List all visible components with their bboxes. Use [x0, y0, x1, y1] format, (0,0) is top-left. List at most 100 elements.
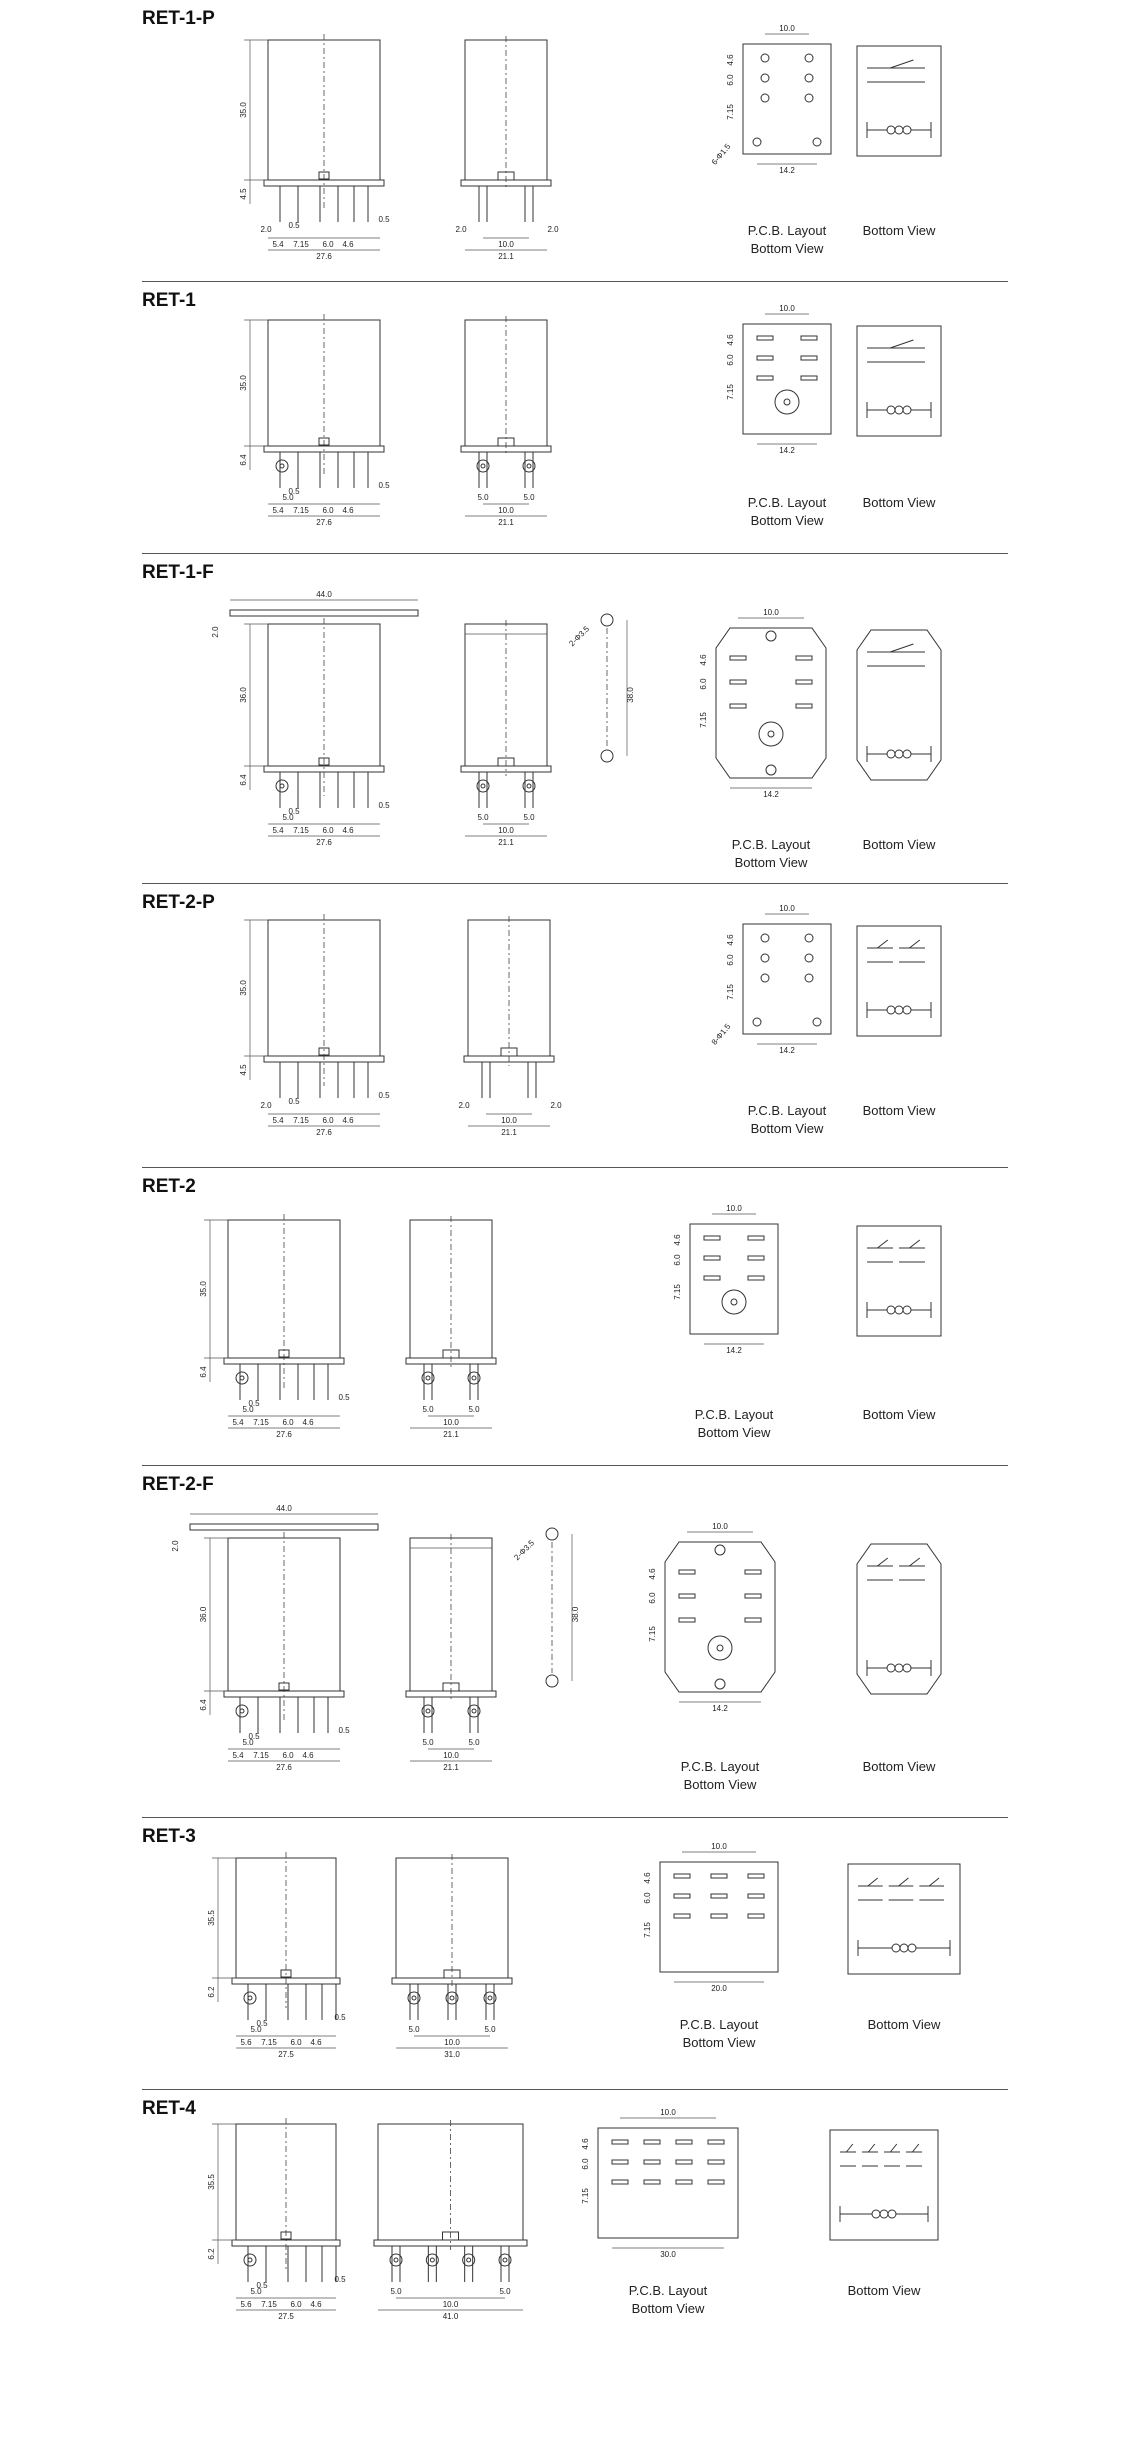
coil-icon — [894, 1305, 904, 1315]
pcb-caption-line2: Bottom View — [697, 1425, 771, 1440]
pcb-hole — [760, 93, 770, 103]
coil-icon — [894, 125, 904, 135]
pcb-hole — [812, 1017, 822, 1027]
dimension-label: 0.5 — [338, 1726, 350, 1735]
dimension-label: 6.0 — [322, 240, 334, 249]
bottom-view-caption: Bottom View — [867, 2017, 941, 2032]
dimension-label: 5.4 — [232, 1751, 244, 1760]
dimension-label: 6.0 — [673, 1254, 682, 1266]
pcb-layout: 8-Φ1.510.014.24.66.07.15 — [710, 904, 832, 1055]
dimension-label: 5.0 — [408, 2025, 420, 2034]
dimension-label: 27.6 — [316, 518, 332, 527]
side-base — [405, 1690, 497, 1698]
pcb-slot — [675, 2139, 693, 2145]
contact-switch — [877, 1239, 889, 1249]
mounting-flange — [189, 1523, 379, 1531]
mount-slot — [714, 1544, 726, 1556]
terminal-screw — [498, 2253, 512, 2267]
coil-icon — [902, 1005, 912, 1015]
dimension-label: 14.2 — [779, 166, 795, 175]
pcb-slot — [678, 1593, 696, 1599]
pcb-hole — [812, 137, 822, 147]
pcb-outline — [597, 2127, 739, 2239]
pcb-slot — [678, 1617, 696, 1623]
terminal-screw — [421, 1371, 435, 1385]
terminal-screw — [235, 1704, 249, 1718]
schematic-outline — [856, 325, 942, 437]
dimension-label: 0.5 — [334, 2013, 346, 2022]
pcb-slot — [675, 2179, 693, 2185]
dimension-label: 10.0 — [444, 2038, 460, 2047]
dimension-label: 7.15 — [726, 984, 735, 1000]
terminal-screw — [243, 2253, 257, 2267]
dimension-label: 10.0 — [443, 1751, 459, 1760]
pcb-outline — [742, 323, 832, 435]
pcb-caption-line1: P.C.B. Layout — [694, 1407, 774, 1422]
dimension-label: 5.0 — [242, 1738, 254, 1747]
terminal-screw — [462, 2253, 476, 2267]
dimension-label: 4.6 — [342, 826, 354, 835]
dimension-label: 5.4 — [272, 240, 284, 249]
dimension-label: 10.0 — [498, 506, 514, 515]
terminal-screw — [407, 1991, 421, 2005]
dimension-label: 5.0 — [282, 493, 294, 502]
bottom-view-caption: Bottom View — [862, 837, 936, 852]
dimension-label: 0.5 — [378, 215, 390, 224]
terminal-screw — [425, 2253, 439, 2267]
section-divider — [142, 1167, 1008, 1168]
pcb-caption-line2: Bottom View — [750, 1121, 824, 1136]
pcb-slot — [800, 355, 818, 361]
model-title: RET-1-P — [142, 8, 215, 29]
dimension-label: 14.2 — [779, 446, 795, 455]
contact-switch — [867, 1877, 879, 1887]
pcb-slot — [643, 2139, 661, 2145]
model-title: RET-4 — [142, 2098, 196, 2119]
pcb-slot — [747, 1255, 765, 1261]
terminal-screw — [235, 1371, 249, 1385]
dimension-label: 4.6 — [302, 1751, 314, 1760]
mount-slot — [765, 630, 777, 642]
terminal-screw — [445, 1991, 459, 2005]
pcb-outline — [664, 1541, 776, 1693]
terminal-screw — [275, 779, 289, 793]
terminal-screw — [522, 459, 536, 473]
coil-icon — [894, 749, 904, 759]
dimension-label: 35.5 — [207, 2174, 216, 2190]
base-plate — [263, 179, 385, 187]
terminal-screw — [522, 779, 536, 793]
dimension-label: 2.0 — [547, 225, 559, 234]
contact-switch — [877, 1557, 889, 1567]
base-plate — [263, 1055, 385, 1063]
base-plate — [223, 1357, 345, 1365]
dimension-label: 2.0 — [260, 1101, 272, 1110]
mount-hole-view: 38.02-Φ3.5 — [512, 1527, 580, 1688]
pcb-caption-line2: Bottom View — [734, 855, 808, 870]
pcb-slot — [756, 355, 774, 361]
dimension-label: 5.0 — [523, 813, 535, 822]
contact-switch — [909, 939, 921, 949]
latch-tab — [318, 437, 330, 446]
dimension-label: 21.1 — [498, 838, 514, 847]
pcb-hole — [760, 953, 770, 963]
pcb-slot — [673, 1873, 691, 1879]
dimension-label: 35.0 — [239, 102, 248, 118]
dimension-label: 5.4 — [272, 506, 284, 515]
dimension-label: 4.6 — [726, 54, 735, 66]
contact-switch — [890, 643, 914, 653]
contact-switch — [890, 2143, 898, 2153]
mount-slot — [765, 764, 777, 776]
base-plate — [231, 2239, 341, 2247]
pcb-slot — [707, 2179, 725, 2185]
dimension-label: 5.0 — [484, 2025, 496, 2034]
